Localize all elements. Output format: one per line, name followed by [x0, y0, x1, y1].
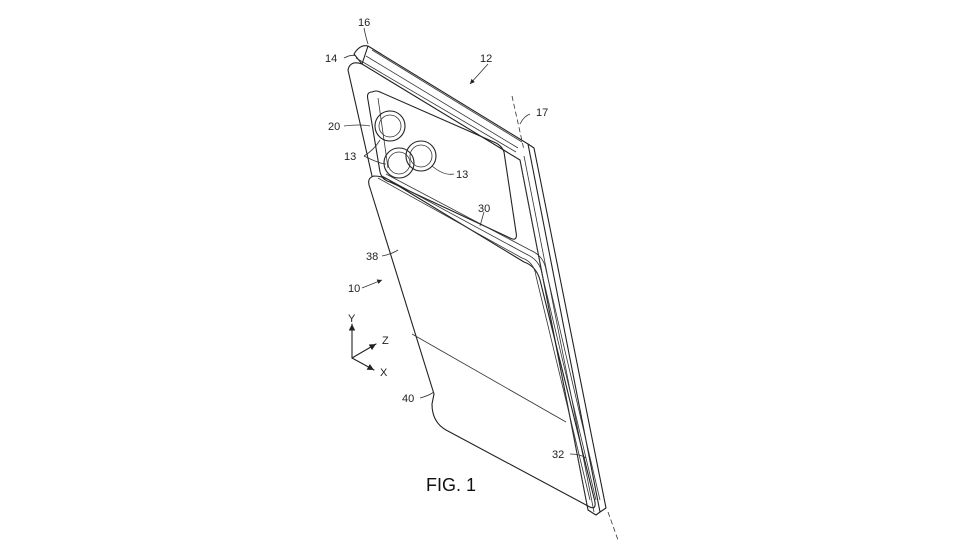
display-panel — [368, 173, 601, 509]
ref-14: 14 — [325, 53, 337, 65]
ref-32: 32 — [552, 449, 564, 461]
ref-38: 38 — [366, 251, 378, 263]
ref-20: 20 — [328, 121, 340, 133]
camera-lens-right — [405, 140, 437, 172]
camera-lens-top — [374, 110, 406, 142]
ref-16: 16 — [358, 17, 370, 29]
ref-30: 30 — [478, 203, 490, 215]
camera-module — [366, 90, 517, 240]
figure-caption: FIG. 1 — [426, 475, 476, 495]
axis-z-label: Z — [382, 335, 389, 347]
ref-12: 12 — [480, 53, 492, 65]
ref-13-left: 13 — [344, 151, 356, 163]
coordinate-axes: Y Z X — [348, 313, 389, 379]
ref-13-right: 13 — [456, 169, 468, 181]
leader-lines — [343, 27, 587, 459]
phone-housing — [347, 45, 607, 516]
ref-40: 40 — [402, 393, 414, 405]
axis-y-label: Y — [348, 313, 356, 325]
folding-axis — [511, 95, 619, 541]
ref-17: 17 — [536, 107, 548, 119]
axis-x-label: X — [380, 367, 388, 379]
ref-10: 10 — [348, 283, 360, 295]
camera-lens-bottom — [383, 147, 415, 179]
